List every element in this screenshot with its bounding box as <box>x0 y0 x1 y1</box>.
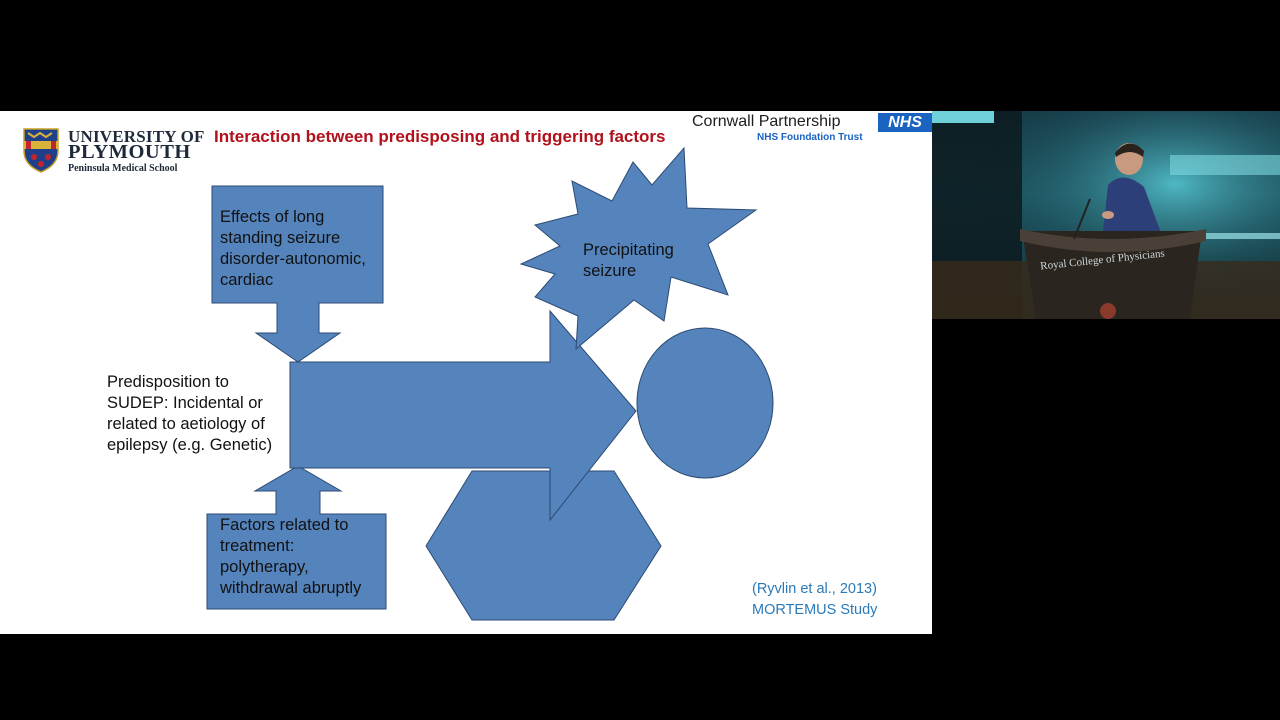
top-box-line: disorder-autonomic, <box>220 250 366 268</box>
top-box-text: Effects of long standing seizure disorde… <box>220 207 366 291</box>
diagram-canvas <box>206 146 774 621</box>
predisposition-line: related to aetiology of <box>107 415 265 433</box>
nhs-organisation-name: Cornwall Partnership <box>692 113 841 130</box>
university-logo: UNIVERSITY OF PLYMOUTH Peninsula Medical… <box>22 127 204 177</box>
university-name-line2: PLYMOUTH <box>68 141 191 163</box>
speaker-scene <box>932 111 1280 319</box>
up-arrow-shape <box>206 465 387 610</box>
citation-study-name: MORTEMUS Study <box>752 602 878 618</box>
speaker-video-feed: Royal College of Physicians <box>932 111 1280 319</box>
predisposition-line: epilepsy (e.g. Genetic) <box>107 436 273 454</box>
circle-shape <box>636 327 774 479</box>
bottom-box-line: withdrawal abruptly <box>220 579 362 597</box>
university-crest-icon <box>23 128 59 173</box>
bottom-box-line: Factors related to <box>220 516 349 534</box>
bottom-box-text: Factors related to treatment: polytherap… <box>220 515 361 599</box>
nhs-logo-badge: NHS <box>878 113 932 132</box>
starburst-line: Precipitating <box>583 241 674 259</box>
top-box-line: cardiac <box>220 271 274 289</box>
top-box-line: Effects of long <box>220 208 325 226</box>
university-name-line1: UNIVERSITY OF <box>68 127 205 146</box>
down-arrow-shape <box>211 185 384 363</box>
bottom-box-line: treatment: <box>220 537 295 555</box>
slide-title: Interaction between predisposing and tri… <box>214 127 666 146</box>
starburst-shape <box>519 146 758 351</box>
predisposition-line: Predisposition to <box>107 373 229 391</box>
top-box-line: standing seizure <box>220 229 341 247</box>
nhs-trust-name: NHS Foundation Trust <box>757 132 863 143</box>
predisposition-text: Predisposition to SUDEP: Incidental or r… <box>107 372 272 456</box>
presentation-slide: UNIVERSITY OF PLYMOUTH Peninsula Medical… <box>0 111 932 634</box>
bottom-box-line: polytherapy, <box>220 558 309 576</box>
starburst-text: Precipitating seizure <box>583 240 674 282</box>
predisposition-line: SUDEP: Incidental or <box>107 394 263 412</box>
starburst-line: seizure <box>583 262 637 280</box>
right-arrow-shape <box>289 309 637 522</box>
citation-reference: (Ryvlin et al., 2013) <box>752 581 877 597</box>
university-school-name: Peninsula Medical School <box>68 163 178 174</box>
hexagon-shape <box>425 470 662 621</box>
citation: (Ryvlin et al., 2013) MORTEMUS Study <box>752 579 877 621</box>
